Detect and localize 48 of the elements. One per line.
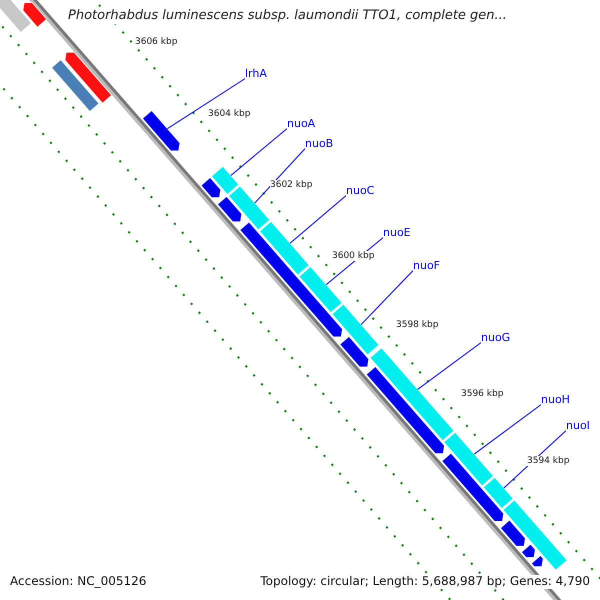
gene-bar <box>298 266 342 314</box>
gene-bar <box>502 500 568 571</box>
leader-line <box>290 195 346 244</box>
tick-label: 3600 kbp <box>332 251 374 262</box>
genome-info-text: Topology: circular; Length: 5,688,987 bp; Genes: 4,790 <box>260 575 590 589</box>
leader-line <box>166 78 246 130</box>
gene-bar <box>482 476 514 509</box>
gene-bar <box>332 304 380 356</box>
title: Photorhabdus luminescens subsp. laumondii TTO1, complete gen... <box>68 9 507 24</box>
gene-bar <box>530 555 544 567</box>
gene-bar <box>0 0 32 33</box>
leader-line <box>254 148 306 204</box>
tick-label: 3598 kbp <box>396 320 438 330</box>
tick-label: 3594 kbp <box>527 456 570 466</box>
tick-label: 3596 kbp <box>461 389 504 400</box>
gene-bar <box>366 366 445 454</box>
gene-bar <box>51 59 100 112</box>
tick-label: 3602 kbp <box>270 180 312 190</box>
gene-bar <box>259 220 310 276</box>
accession-text: Accession: NC_005126 <box>10 575 146 589</box>
leader-line <box>417 342 482 390</box>
gene-label: nuoE <box>383 227 411 240</box>
gene-bar <box>22 2 47 28</box>
gene-bar <box>64 52 112 104</box>
gene-label: lrhA <box>245 68 267 81</box>
gene-label: nuoH <box>541 394 570 407</box>
gene-bar <box>211 166 240 195</box>
tick-label: 3606 kbp <box>135 37 178 48</box>
gene-bar <box>200 177 222 198</box>
gene-bar <box>228 186 270 230</box>
gene-bar <box>370 347 454 442</box>
tick-label: 3604 kbp <box>208 109 250 120</box>
leader-line <box>360 270 414 326</box>
gene-label: nuoA <box>287 118 316 131</box>
gene-label: nuoB <box>305 138 334 151</box>
leader-line <box>230 128 288 176</box>
gene-label: nuoI <box>566 420 590 433</box>
gene-bar <box>339 336 370 368</box>
gene-bar <box>441 452 504 522</box>
gene-bar <box>217 196 242 222</box>
gene-bar <box>443 432 494 486</box>
gene-label: nuoC <box>346 185 374 198</box>
leader-line <box>474 404 542 455</box>
gene-label: nuoG <box>481 332 510 345</box>
gene-bar <box>500 520 526 546</box>
gene-bar <box>142 110 180 152</box>
gene-label: nuoF <box>413 260 440 273</box>
gene-bar <box>521 544 536 558</box>
